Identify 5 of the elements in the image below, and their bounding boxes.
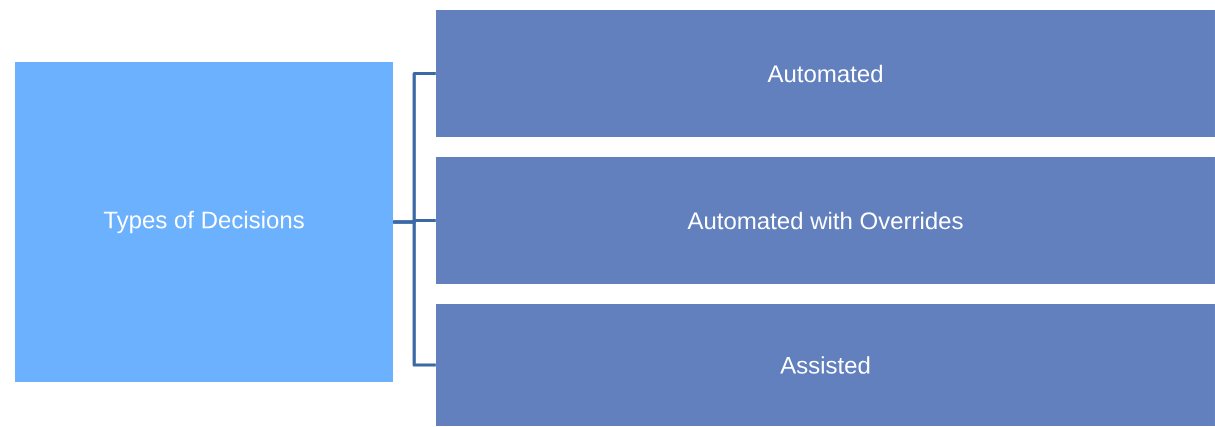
category-box: Types of Decisions xyxy=(15,62,393,382)
option-box: Assisted xyxy=(436,304,1215,426)
option-box: Automated with Overrides xyxy=(436,157,1215,284)
option-box: Automated xyxy=(436,10,1215,137)
bracket-connector xyxy=(393,220,436,367)
